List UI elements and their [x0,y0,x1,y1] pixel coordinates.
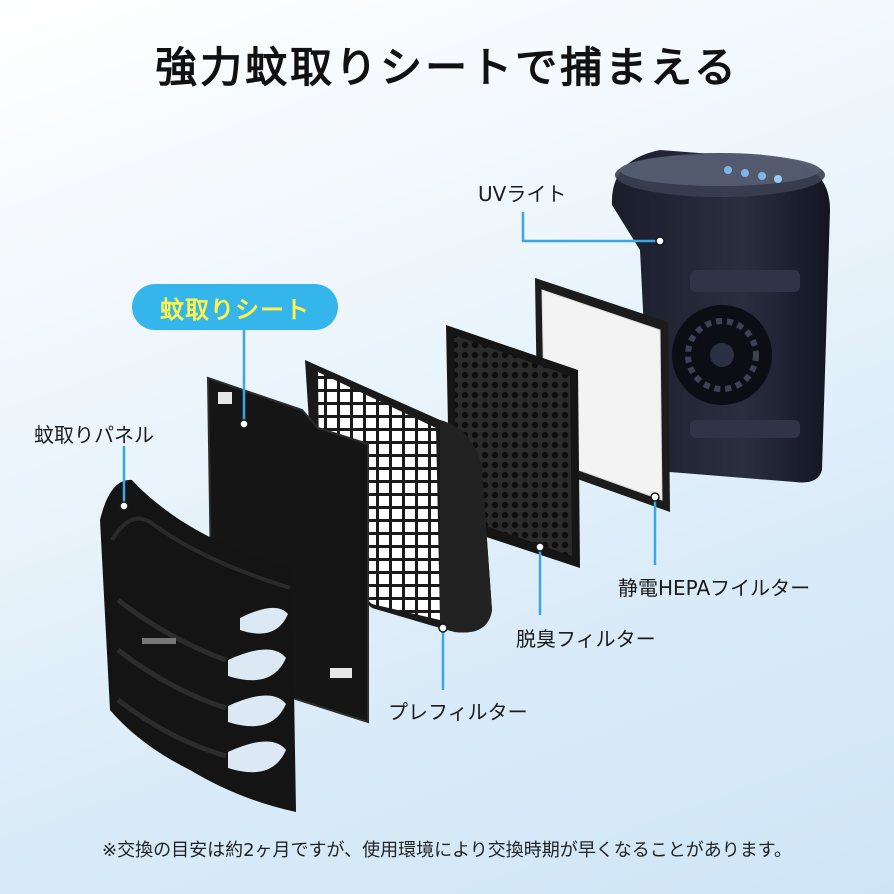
panel-callout-dot [119,501,129,511]
deodorizing-callout-dot [535,542,545,552]
uv-callout-dot [655,236,665,246]
callout-dots [119,236,665,633]
page-title: 強力蚊取りシートで捕まえる [155,43,739,92]
replacement-note: ※交換の目安は約2ヶ月ですが、使用環境により交換時期が早くなることがあります。 [101,840,792,861]
callout-lines [122,212,660,690]
label-deodorizing-filter: 脱臭フィルター [516,627,656,651]
label-pre-filter: プレフィルター [388,700,528,724]
hepa-callout-dot [650,492,660,502]
label-hepa-filter: 静電HEPAフイルター [618,576,811,600]
uv-callout-line [521,212,660,243]
label-mosquito-panel: 蚊取りパネル [34,423,154,447]
label-uv-light: UVライト [478,182,567,206]
mosquito-panel-illustration [100,479,296,812]
sheet-callout-dot [239,419,249,429]
prefilter-callout-dot [438,623,448,633]
label-mosquito-sheet-badge: 蚊取りシート [132,284,338,330]
